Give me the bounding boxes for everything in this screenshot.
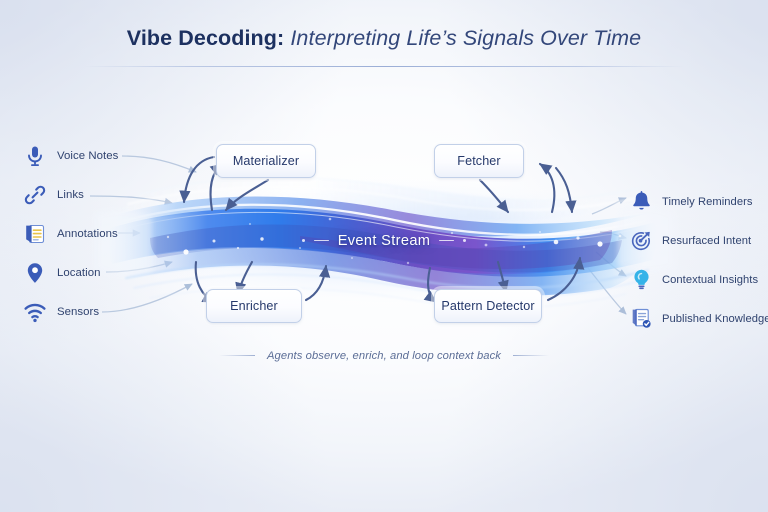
agent-node-label: Fetcher (457, 154, 501, 168)
arrow-down-to-pattern (496, 260, 509, 294)
output-label: Contextual Insights (662, 273, 759, 286)
output-results-list: Timely Reminders Resurfaced Intent (628, 182, 768, 338)
target-arrow-icon (628, 228, 654, 254)
arrow-stream-to-fetcher (538, 162, 556, 214)
arrow-materializer-down (224, 178, 270, 212)
bell-icon (628, 189, 654, 215)
document-check-icon (628, 306, 654, 332)
agent-node-label: Pattern Detector (441, 299, 535, 313)
output-item-resurfaced-intent[interactable]: Resurfaced Intent (628, 221, 768, 260)
input-sources-list: Voice Notes Links (22, 136, 202, 331)
input-label: Annotations (57, 227, 118, 240)
input-item-location[interactable]: Location (22, 253, 202, 292)
agent-node-materializer[interactable]: Materializer (216, 144, 316, 178)
output-label: Timely Reminders (662, 195, 753, 208)
agent-node-label: Enricher (230, 299, 278, 313)
stream-label-text: Event Stream (337, 232, 431, 249)
input-label: Sensors (57, 305, 100, 318)
out-arrow-reminders (591, 197, 627, 215)
map-pin-icon (22, 260, 48, 286)
arrow-fetcher-to-stream (554, 166, 577, 214)
out-arrow-intent (599, 231, 627, 240)
agent-node-label: Materializer (232, 154, 300, 168)
output-label: Resurfaced Intent (662, 234, 752, 247)
input-label: Voice Notes (57, 149, 119, 162)
stream-dot-right (463, 239, 467, 242)
input-item-voice-notes[interactable]: Voice Notes (22, 136, 202, 175)
caption-rule-left (219, 355, 255, 356)
title-strong: Vibe Decoding: (126, 26, 285, 50)
output-item-published-knowledge[interactable]: Published Knowledge (628, 299, 768, 338)
agent-node-pattern-detector[interactable]: Pattern Detector (434, 289, 542, 323)
caption-text: Agents observe, enrich, and loop context… (267, 349, 501, 362)
output-item-contextual-insights[interactable]: Contextual Insights (628, 260, 768, 299)
stream-dash-left (313, 239, 329, 242)
caption-rule-right (513, 355, 549, 356)
arrow-enricher-to-stream (304, 264, 331, 302)
out-arrow-insights (595, 251, 627, 277)
annotated-document-icon (22, 221, 48, 247)
arrow-fetcher-down (478, 178, 510, 214)
stream-dash-right (439, 239, 455, 242)
output-label: Published Knowledge (662, 312, 768, 325)
output-item-timely-reminders[interactable]: Timely Reminders (628, 182, 768, 221)
title-subtitle: Interpreting Life’s Signals Over Time (290, 26, 642, 50)
input-item-annotations[interactable]: Annotations (22, 214, 202, 253)
stream-dot-left (301, 239, 305, 242)
footer-caption: Agents observe, enrich, and loop context… (0, 343, 768, 362)
microphone-icon (22, 143, 48, 169)
link-chain-icon (22, 182, 48, 208)
agent-node-fetcher[interactable]: Fetcher (434, 144, 524, 178)
lightbulb-icon (628, 267, 654, 293)
input-label: Location (57, 266, 101, 279)
agent-node-enricher[interactable]: Enricher (206, 289, 302, 323)
wifi-sensor-icon (22, 299, 48, 325)
input-item-links[interactable]: Links (22, 175, 202, 214)
page-title: Vibe Decoding: Interpreting Life’s Signa… (0, 26, 768, 51)
title-divider (84, 66, 684, 67)
input-label: Links (57, 188, 84, 201)
out-arrow-knowledge (587, 267, 627, 315)
arrow-pattern-to-stream (546, 256, 585, 302)
input-item-sensors[interactable]: Sensors (22, 292, 202, 331)
